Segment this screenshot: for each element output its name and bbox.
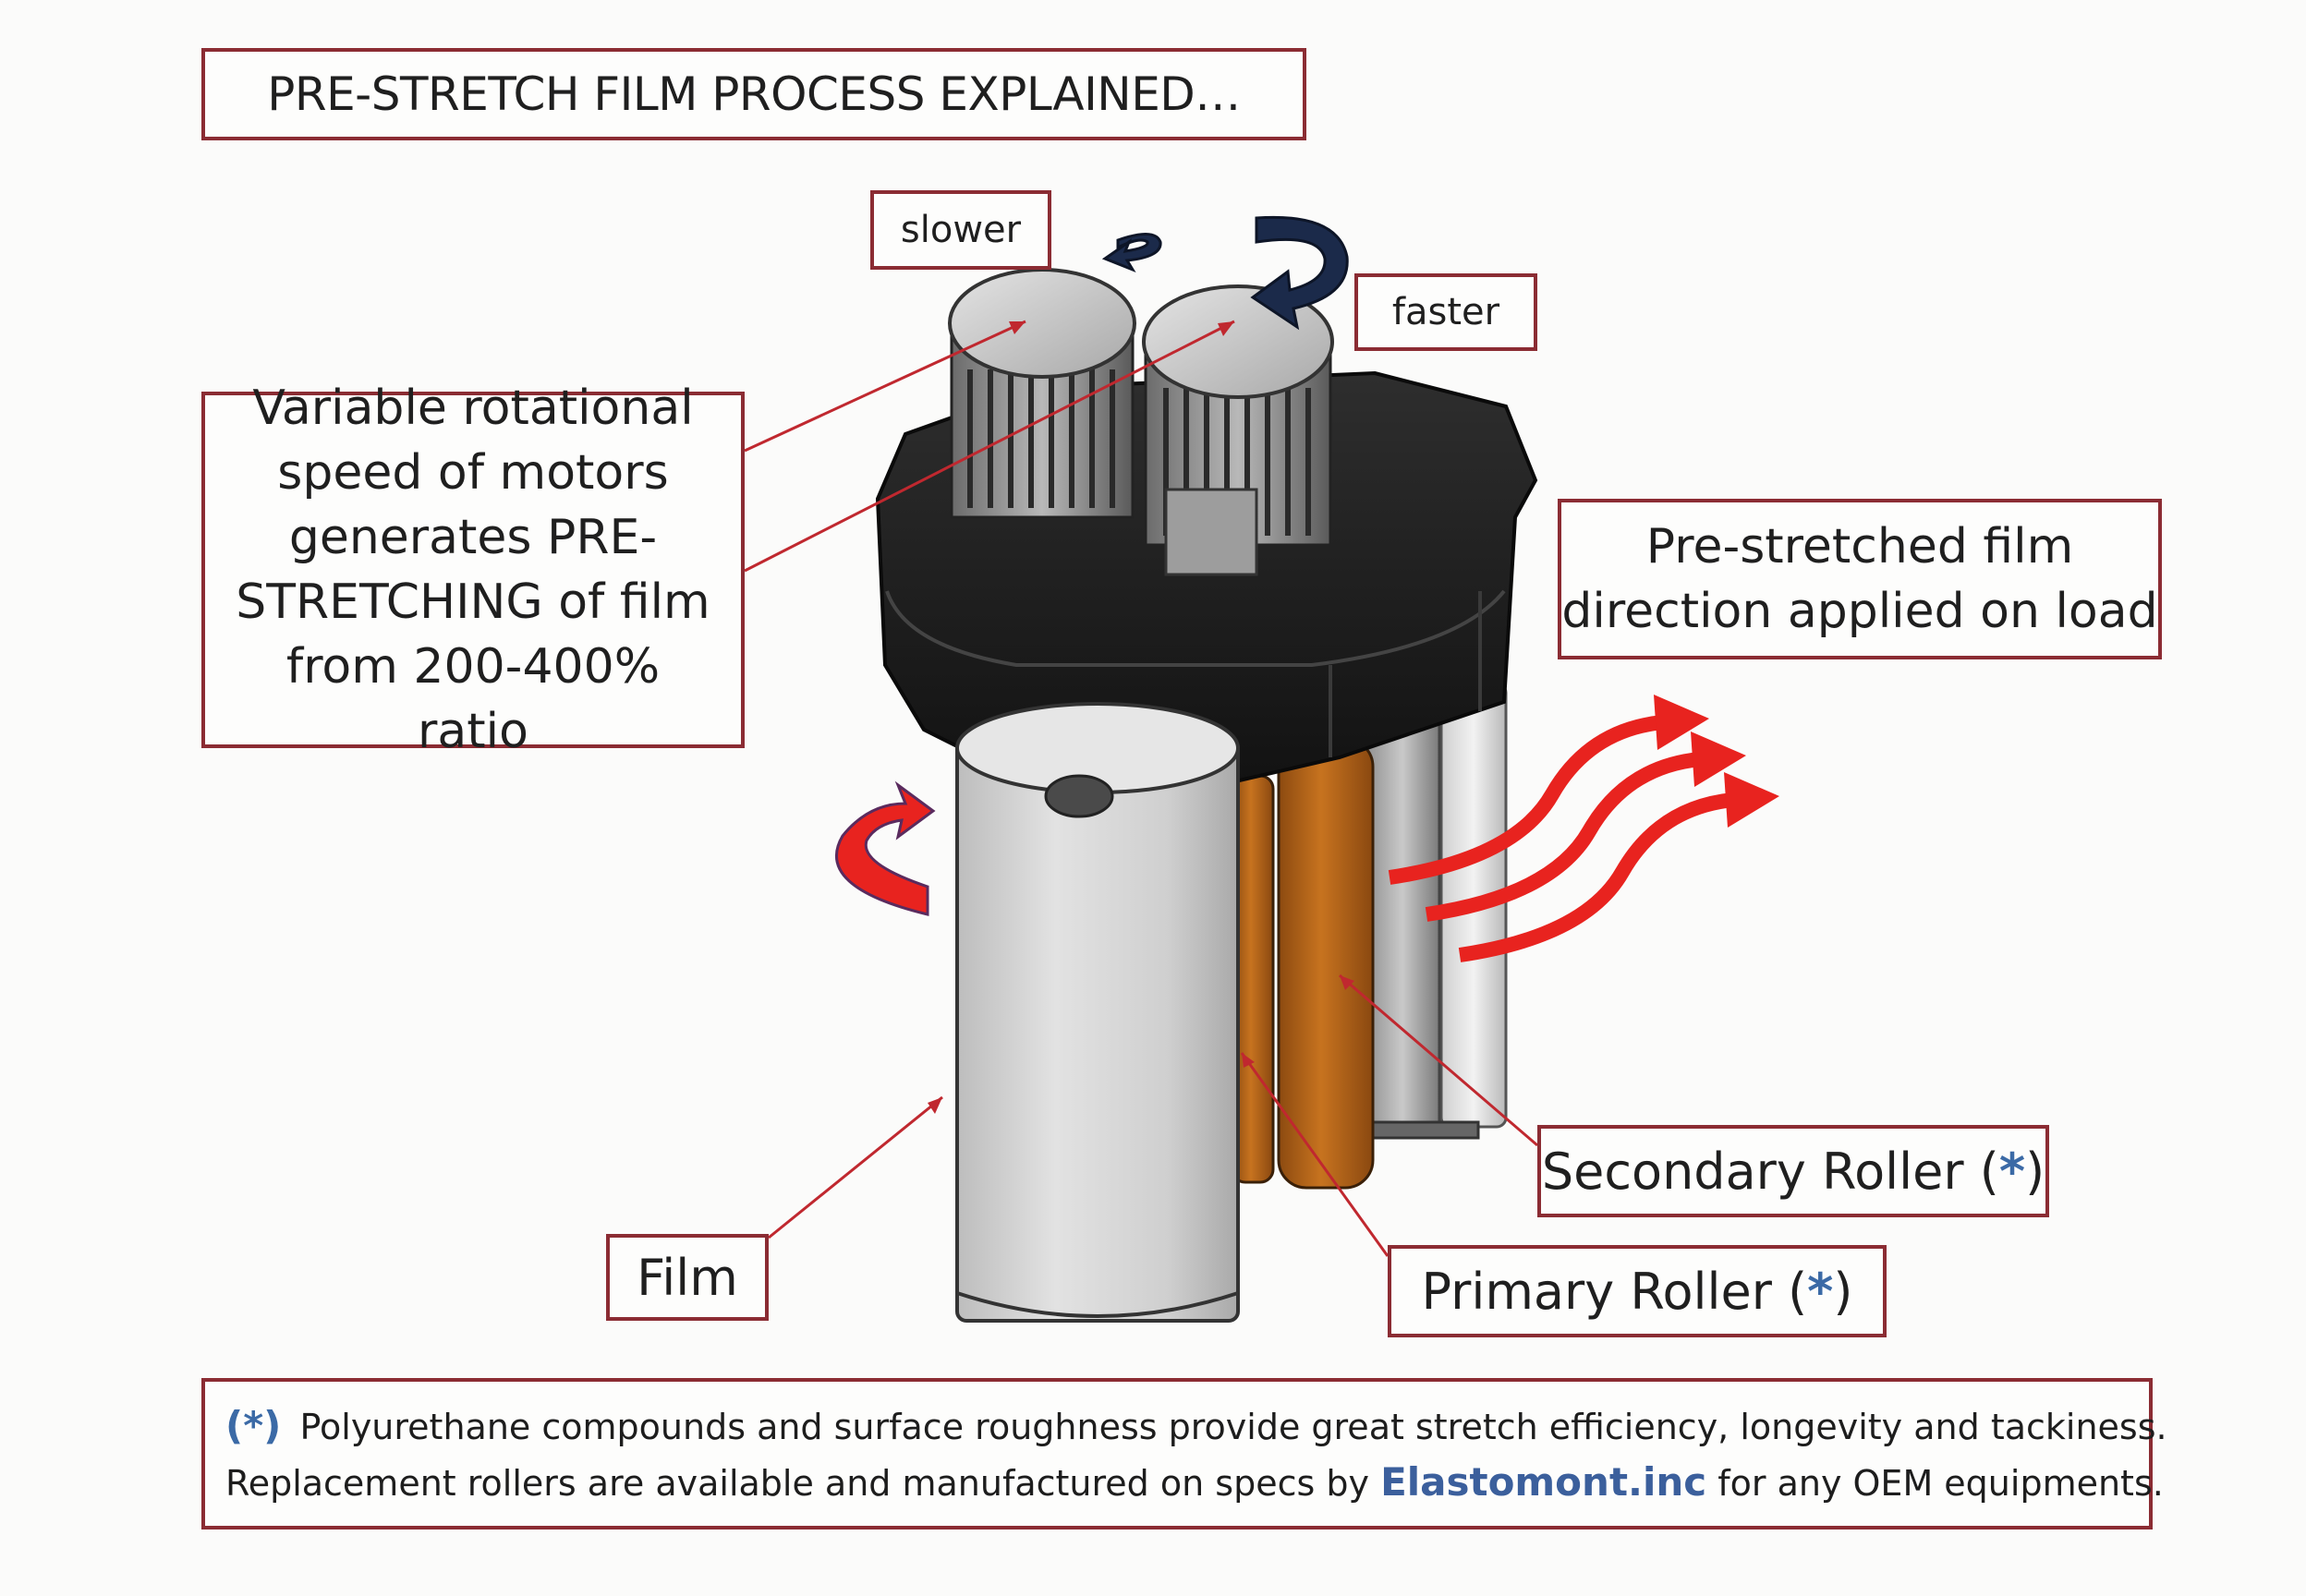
- primary-roller-asterisk: *: [1807, 1262, 1834, 1321]
- variable-line-2: speed of motors: [277, 445, 669, 501]
- fast-rotation-arrow: [1250, 215, 1349, 331]
- variable-line-3: generates PRE-: [288, 510, 658, 565]
- film-rotation-arrow: [834, 780, 936, 916]
- film-direction-arrows: [1388, 715, 1734, 962]
- prestretched-line-1: Pre-stretched film: [1645, 519, 2074, 574]
- leader-lines: [744, 320, 1538, 1257]
- film-label: Film: [637, 1248, 738, 1307]
- faster-label-box: faster: [1354, 273, 1537, 351]
- secondary-roller-label-box: Secondary Roller (*): [1537, 1125, 2049, 1217]
- variable-speed-callout: Variable rotational speed of motors gene…: [201, 381, 745, 759]
- footnote-box: (*) Polyurethane compounds and surface r…: [201, 1378, 2167, 1530]
- primary-roller-paren: ): [1833, 1262, 1853, 1321]
- secondary-roller-text: Secondary Roller (: [1541, 1142, 1999, 1201]
- fast-motor: [1142, 284, 1334, 576]
- footnote-marker: (*): [225, 1403, 282, 1448]
- variable-line-5: from 200-400% ratio: [285, 639, 661, 759]
- diagram-title: PRE-STRETCH FILM PROCESS EXPLAINED…: [267, 67, 1241, 121]
- variable-line-1: Variable rotational: [252, 381, 694, 436]
- footnote-text-1: Polyurethane compounds and surface rough…: [299, 1407, 2167, 1447]
- film-label-box: Film: [606, 1234, 769, 1321]
- prestretched-text: Pre-stretched film direction applied on …: [1561, 514, 2157, 644]
- brand-name: Elastomont.inc: [1380, 1459, 1707, 1505]
- film-roll: [955, 702, 1240, 1323]
- primary-roller-text: Primary Roller (: [1421, 1262, 1808, 1321]
- slow-rotation-arrow: [1101, 233, 1162, 273]
- primary-roller: [1277, 737, 1375, 1190]
- secondary-roller-asterisk: *: [1998, 1142, 2026, 1201]
- leader-arrowheads: [928, 321, 1354, 1114]
- prestretched-line-2: direction applied on load: [1561, 584, 2158, 639]
- slower-label: slower: [900, 209, 1022, 251]
- footnote-line-1: (*) Polyurethane compounds and surface r…: [225, 1398, 2167, 1455]
- footnote-text-2b: for any OEM equipments.: [1706, 1463, 2164, 1504]
- slow-motor: [948, 268, 1136, 519]
- primary-roller-label-box: Primary Roller (*): [1388, 1245, 1887, 1337]
- prestretched-direction-callout: Pre-stretched film direction applied on …: [1558, 499, 2162, 659]
- footnote-line-2: Replacement rollers are available and ma…: [225, 1455, 2164, 1511]
- primary-roller-label: Primary Roller (*): [1422, 1263, 1853, 1321]
- secondary-roller-label: Secondary Roller (*): [1542, 1143, 2045, 1201]
- variable-line-4: STRETCHING of film: [236, 574, 710, 630]
- faster-label: faster: [1391, 291, 1500, 333]
- slower-label-box: slower: [870, 190, 1051, 270]
- footnote-text-2a: Replacement rollers are available and ma…: [225, 1463, 1381, 1504]
- variable-speed-text: Variable rotational speed of motors gene…: [224, 376, 722, 764]
- secondary-roller-paren: ): [2025, 1142, 2045, 1201]
- diagram-title-box: PRE-STRETCH FILM PROCESS EXPLAINED…: [201, 48, 1306, 140]
- film-direction-arrowheads: [1654, 695, 1779, 828]
